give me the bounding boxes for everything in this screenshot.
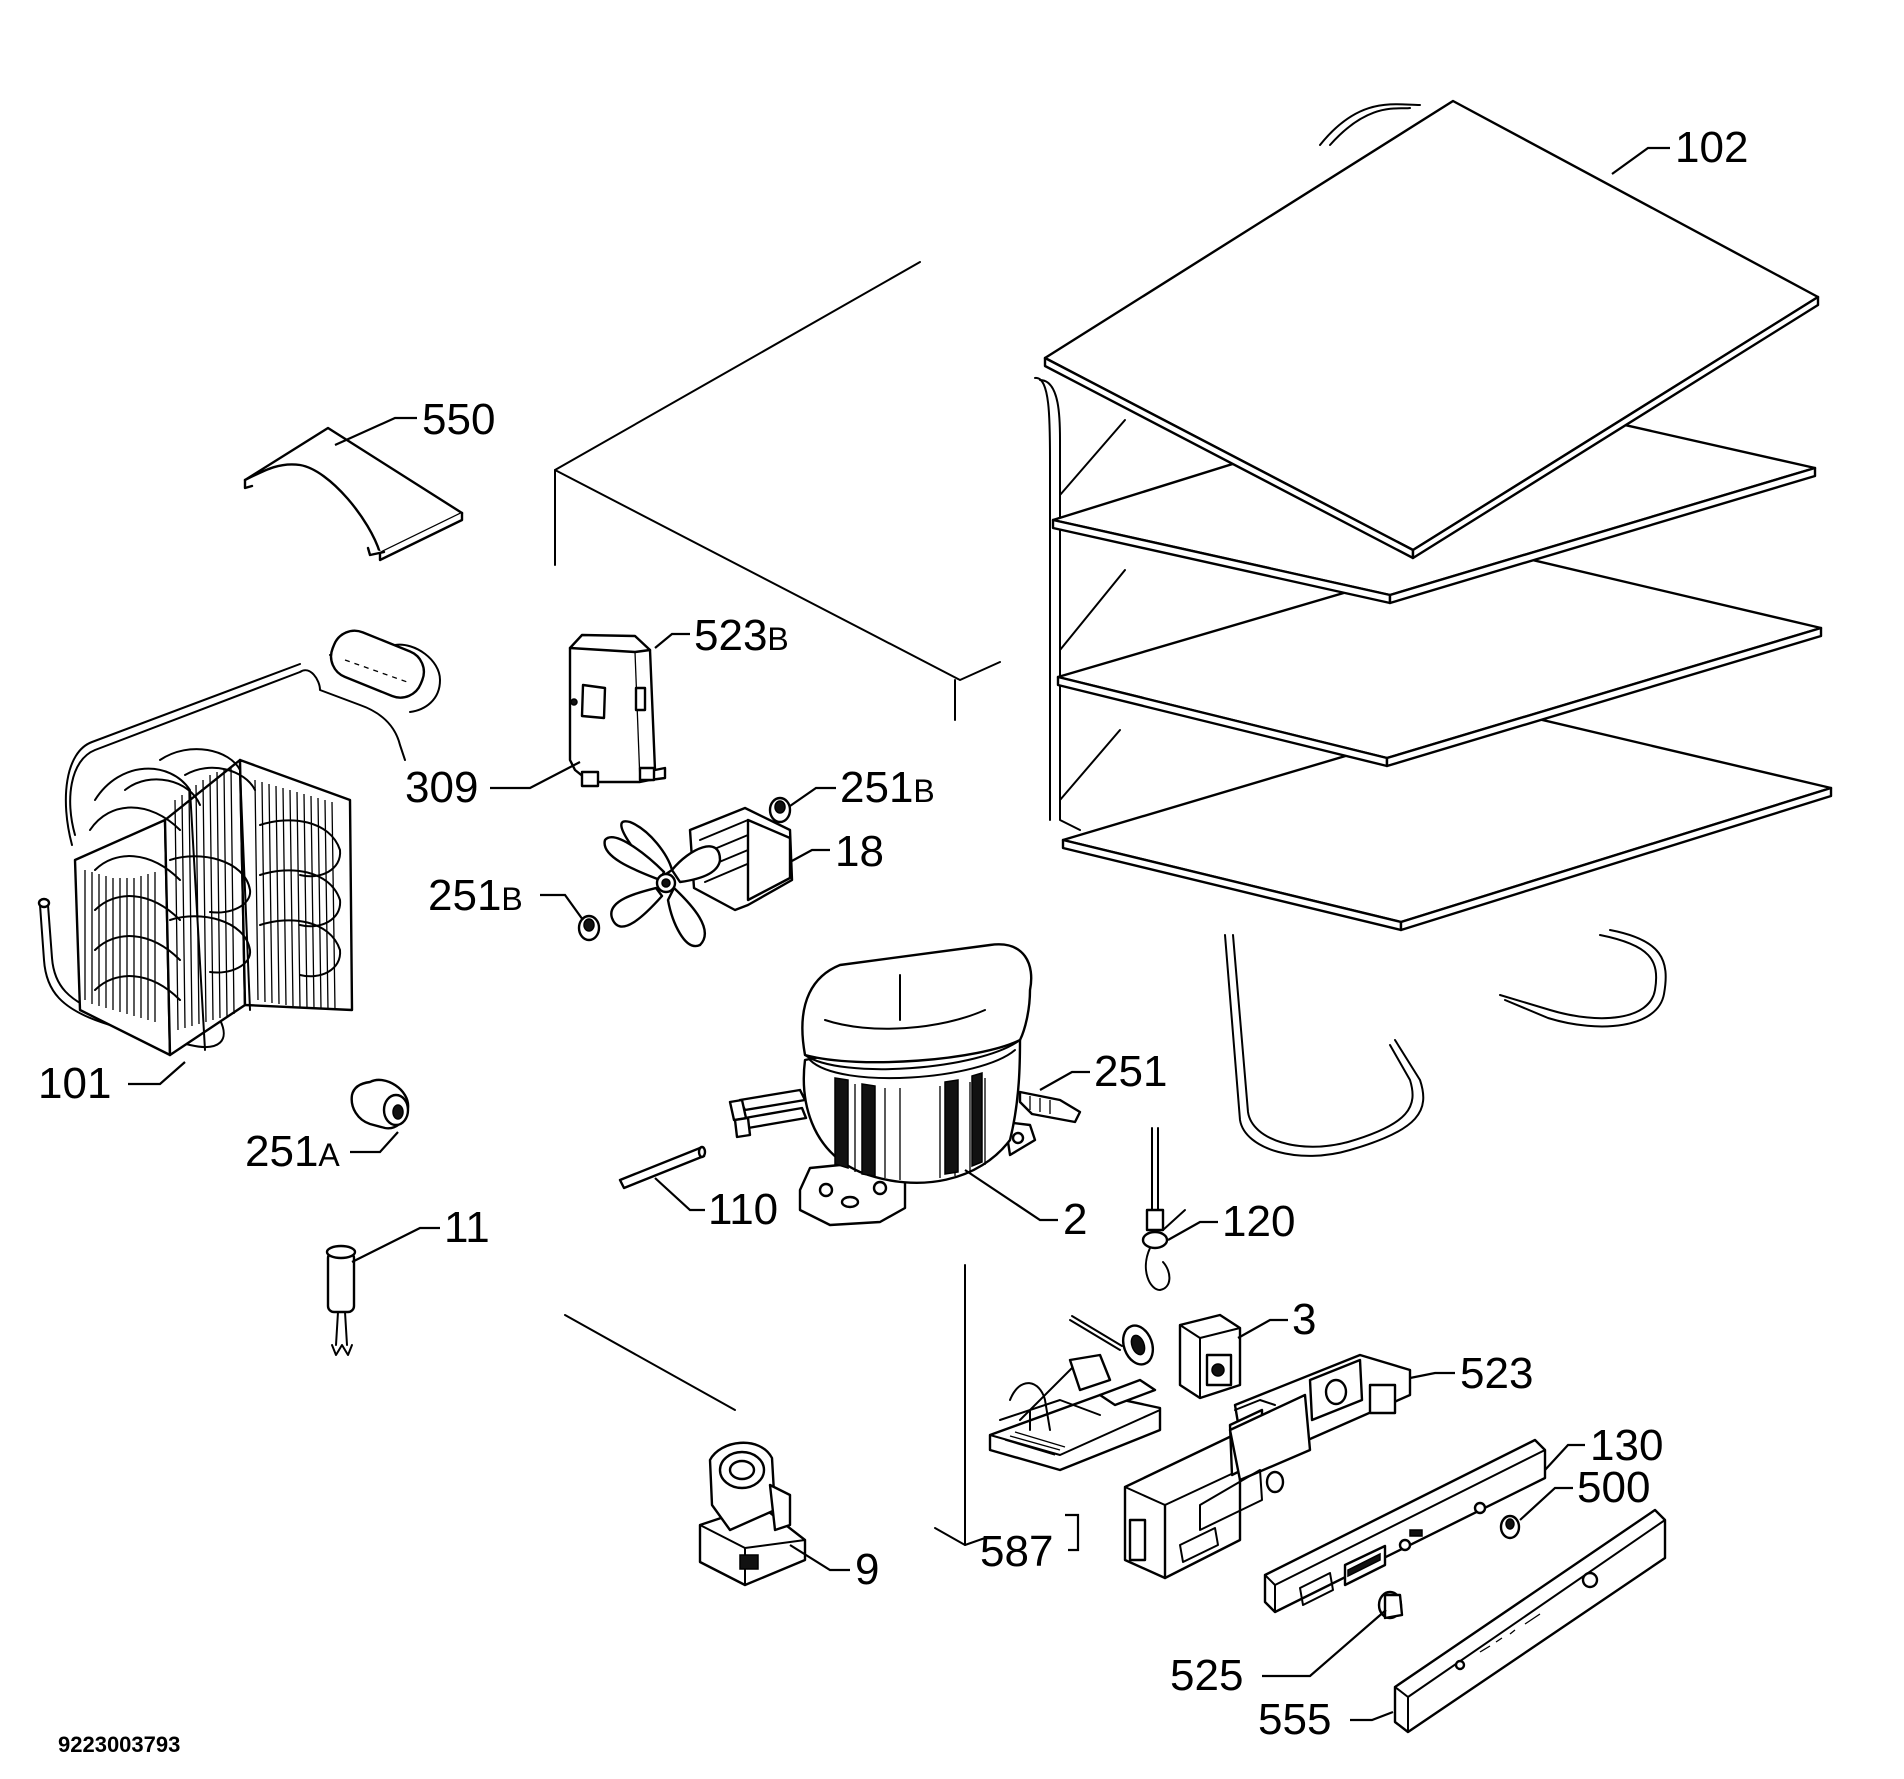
condenser-101 — [37, 629, 441, 1057]
grommet-251A — [350, 1078, 410, 1130]
document-number: 9223003793 — [58, 1732, 180, 1757]
callout-251A: 251A — [245, 1127, 340, 1176]
callout-120: 120 — [1222, 1197, 1295, 1246]
condenser-coil-icon — [84, 748, 342, 1051]
relay-cover-523B — [568, 633, 667, 788]
relay-bracket-9 — [698, 1441, 807, 1587]
shelves-assembly — [1034, 99, 1833, 1157]
callout-251B-top: 251B — [840, 763, 935, 812]
callout-555: 555 — [1258, 1695, 1331, 1744]
fan-blade-icon — [603, 820, 722, 948]
nut-251B-top — [768, 796, 792, 824]
knob-500 — [1499, 1514, 1521, 1540]
cover-550 — [243, 426, 464, 562]
control-housing-523 — [1123, 1353, 1412, 1580]
callout-523: 523 — [1460, 1349, 1533, 1398]
callout-3: 3 — [1292, 1295, 1316, 1344]
thermostat-icon — [1121, 1324, 1155, 1366]
fan-motor-18 — [603, 806, 794, 948]
thermostat-sensor-120 — [1141, 1127, 1186, 1291]
cabinet-outline — [554, 261, 1001, 1546]
callout-11: 11 — [444, 1203, 490, 1252]
callout-251: 251 — [1094, 1047, 1167, 1096]
callout-labels: 102 550 523B 309 251B 18 251B 101 251A 2… — [38, 123, 1748, 1757]
callout-110: 110 — [708, 1185, 778, 1234]
compressor-icon — [801, 943, 1033, 1180]
callout-525: 525 — [1170, 1651, 1243, 1700]
cover-strip-555 — [1393, 1508, 1667, 1734]
callout-587: 587 — [980, 1527, 1053, 1576]
callout-309: 309 — [405, 763, 478, 812]
pipe-110 — [618, 1145, 707, 1190]
nut-251B-left — [577, 914, 601, 942]
component-11 — [325, 1244, 357, 1356]
leader-lines — [128, 146, 1670, 1722]
callout-2: 2 — [1063, 1195, 1087, 1244]
compressor-2 — [728, 943, 1082, 1227]
callout-500: 500 — [1577, 1463, 1650, 1512]
callout-251B-left: 251B — [428, 871, 523, 920]
panel-130 — [1263, 1438, 1547, 1614]
callout-102: 102 — [1675, 123, 1748, 172]
callout-101: 101 — [38, 1059, 111, 1108]
callout-130: 130 — [1590, 1421, 1663, 1470]
pcb-587 — [988, 1353, 1162, 1472]
callout-18: 18 — [835, 827, 884, 876]
callout-550: 550 — [422, 395, 495, 444]
callout-9: 9 — [855, 1545, 879, 1594]
thermostat-3 — [1069, 1313, 1242, 1400]
callout-523B: 523B — [694, 611, 789, 660]
